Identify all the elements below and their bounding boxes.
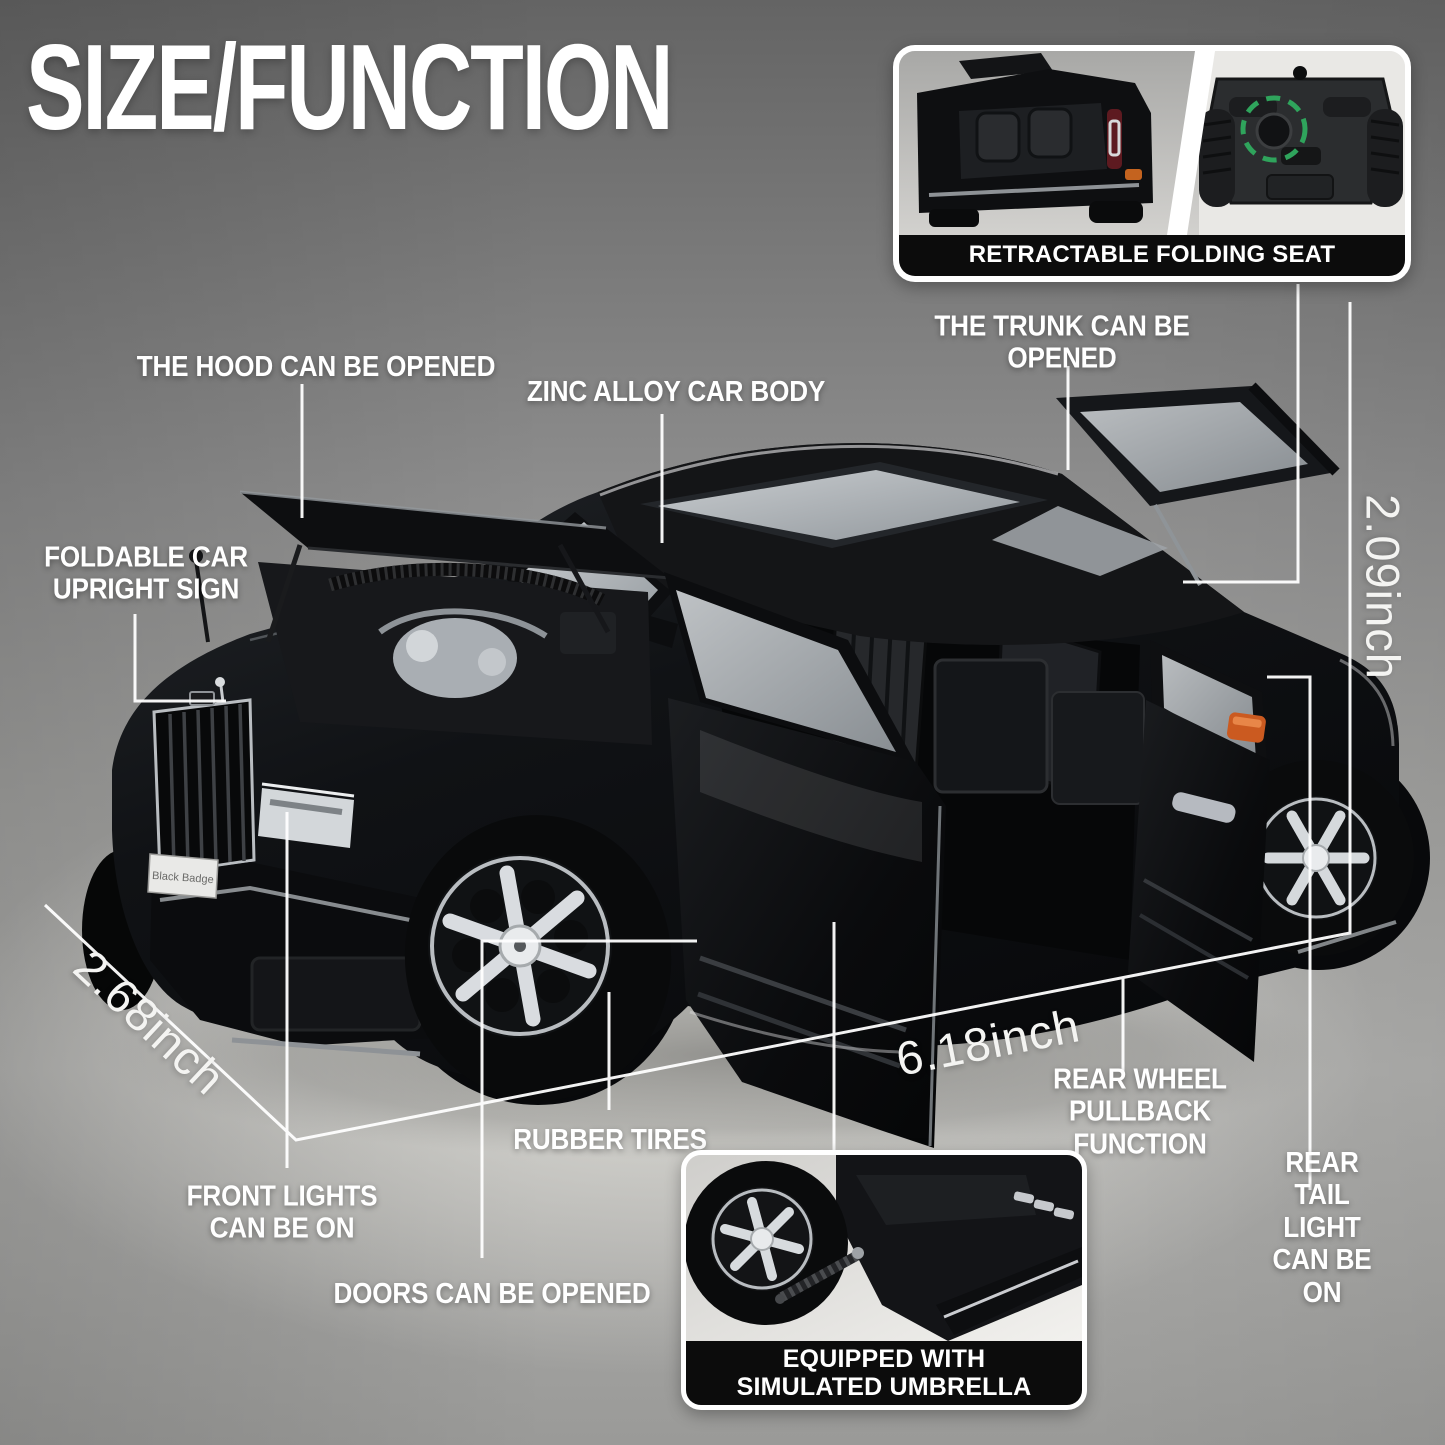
seat-inset-connector-line: [1183, 284, 1300, 584]
open-hood: [189, 490, 671, 643]
foldable-sign-label: FOLDABLE CAR UPRIGHT SIGN: [44, 541, 248, 606]
hood-label: THE HOOD CAN BE OPENED: [136, 350, 496, 383]
inset-photo-divider: [1167, 51, 1215, 235]
headlight: [258, 782, 355, 848]
umbrella-inset: EQUIPPED WITH SIMULATED UMBRELLA: [681, 1150, 1087, 1410]
tail-light: [1227, 712, 1266, 743]
license-plate: Black Badge: [147, 853, 219, 899]
umbrella-illustration: [775, 1247, 864, 1304]
trunk-label: THE TRUNK CAN BE OPENED: [934, 310, 1190, 375]
doors-callout-line: [480, 939, 697, 1258]
hood-ornament: [215, 677, 225, 703]
rear-wheel-label: REAR WHEEL PULLBACK FUNCTION: [1053, 1063, 1227, 1161]
roof-sunroof: [598, 443, 1244, 645]
tail-light-callout-line: [1267, 675, 1312, 1190]
doors-label: DOORS CAN BE OPENED: [333, 1277, 651, 1310]
height-dimension: 2.09inch: [1356, 494, 1410, 680]
car-illustration: Black Badge: [82, 382, 1430, 1160]
seat-inset: RETRACTABLE FOLDING SEAT: [893, 45, 1411, 282]
zinc-body-label: ZINC ALLOY CAR BODY: [526, 375, 826, 408]
front-grille: [152, 691, 256, 876]
seat-inset-photos: [899, 51, 1405, 235]
seat-release-button: [1255, 112, 1293, 150]
seat-inset-caption: RETRACTABLE FOLDING SEAT: [899, 235, 1405, 276]
license-plate-text: Black Badge: [152, 870, 214, 886]
dimension-lines: [43, 302, 1352, 1142]
umbrella-inset-caption: EQUIPPED WITH SIMULATED UMBRELLA: [686, 1341, 1082, 1405]
rear-tail-light-label: REAR TAIL LIGHT CAN BE ON: [1272, 1146, 1372, 1309]
front-lights-label: FRONT LIGHTS CAN BE ON: [186, 1180, 378, 1245]
seat-photo-rear-view: [899, 51, 1201, 235]
front-wheel: [404, 815, 672, 1101]
foldable-callout-line: [133, 614, 226, 703]
underside-screw: [1293, 66, 1307, 80]
umbrella-inset-wheel: [686, 1161, 848, 1325]
engine-bay: [258, 562, 652, 745]
seat-photo-underside-view: [1199, 51, 1405, 235]
front-bumper: [150, 862, 470, 1057]
umbrella-door-panel: [836, 1155, 1082, 1341]
umbrella-inset-photo: [686, 1155, 1082, 1341]
rubber-tires-label: RUBBER TIRES: [513, 1123, 707, 1156]
callout-lines: [43, 284, 1352, 1258]
front-door-open: [664, 572, 946, 1148]
green-highlight-circle: [1240, 95, 1308, 163]
open-trunk: [1056, 382, 1340, 586]
page-title: SIZE/FUNCTION: [26, 19, 674, 155]
rear-bumper-trim: [1297, 920, 1397, 954]
